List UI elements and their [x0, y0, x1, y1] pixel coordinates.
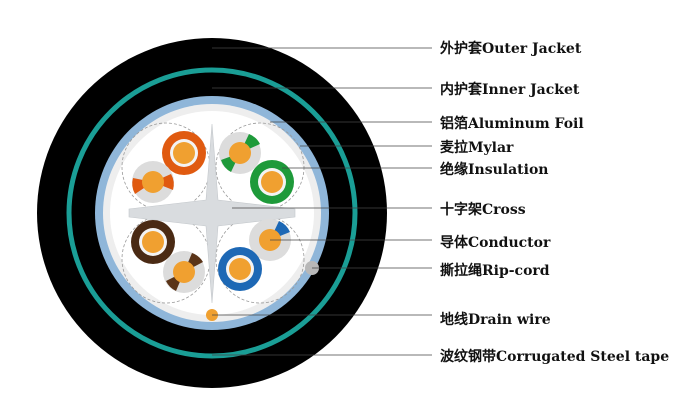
label-aluminum-foil: 铝箔Aluminum Foil	[440, 115, 584, 132]
label-mylar: 麦拉Mylar	[440, 139, 514, 156]
label-conductor: 导体Conductor	[440, 234, 551, 251]
conductor-green-solid	[250, 160, 294, 204]
label-outer-jacket: 外护套Outer Jacket	[440, 40, 582, 57]
conductor-green-white	[219, 132, 261, 174]
conductor-blue-solid	[218, 247, 262, 291]
cross-filler	[128, 123, 296, 304]
label-cross: 十字架Cross	[440, 201, 526, 218]
label-rip-cord: 撕拉绳Rip-cord	[440, 262, 550, 279]
corrugated-steel-tape-ring	[66, 67, 358, 359]
label-inner-jacket: 内护套Inner Jacket	[440, 81, 580, 98]
conductor-brown-white	[163, 251, 205, 293]
leader-lines	[212, 47, 432, 356]
conductor-orange-solid	[162, 131, 206, 175]
conductor-brown-solid	[131, 220, 175, 264]
label-corrugated-steel-tape: 波纹钢带Corrugated Steel tape	[440, 348, 669, 365]
conductor-orange-white	[132, 161, 174, 203]
label-drain-wire: 地线Drain wire	[440, 311, 551, 328]
label-insulation: 绝缘Insulation	[440, 161, 548, 178]
